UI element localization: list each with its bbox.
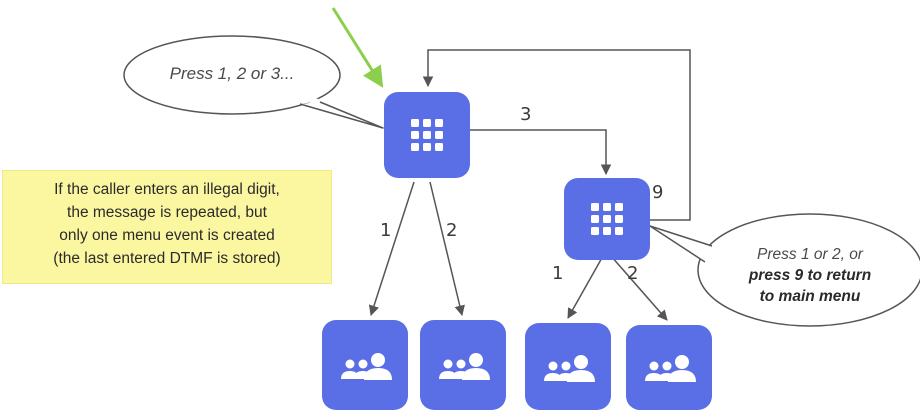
queue-node[interactable] — [322, 320, 408, 410]
submenu-prompt-text: Press 1 or 2, or press 9 to return to ma… — [712, 244, 908, 307]
edge-label-sub-option-1: 1 — [552, 263, 564, 284]
submenu-prompt-line1: Press 1 or 2, or — [757, 246, 863, 263]
note-line: only one menu event is created — [59, 227, 275, 244]
keypad-icon — [411, 119, 443, 151]
arrow-main-option-1 — [368, 181, 415, 316]
keypad-icon — [591, 203, 623, 235]
entry-arrow — [331, 7, 384, 88]
note-line: (the last entered DTMF is stored) — [53, 250, 281, 267]
queue-node[interactable] — [525, 323, 611, 410]
edge-label-main-to-submenu: 3 — [520, 104, 532, 125]
start-prompt-text: Press 1, 2 or 3... — [169, 64, 295, 83]
edge-label-submenu-return: 9 — [652, 182, 664, 203]
arrow-main-to-submenu — [470, 129, 612, 176]
submenu-node[interactable] — [564, 178, 650, 260]
arrow-submenu-return — [422, 49, 691, 221]
arrow-sub-option-2 — [610, 255, 668, 321]
start-prompt-bubble — [123, 35, 384, 129]
main-menu-node[interactable] — [384, 92, 470, 178]
submenu-prompt-line3: to main menu — [759, 288, 861, 305]
edge-label-main-option-1: 1 — [380, 220, 392, 241]
connectors — [368, 49, 691, 321]
note-line: the message is repeated, but — [67, 204, 267, 221]
edge-label-main-option-2: 2 — [446, 220, 458, 241]
illegal-digit-note: If the caller enters an illegal digit, t… — [2, 170, 332, 284]
queue-node[interactable] — [420, 320, 506, 410]
submenu-prompt-line2: press 9 to return — [748, 267, 872, 284]
edge-label-sub-option-2: 2 — [627, 263, 639, 284]
note-line: If the caller enters an illegal digit, — [54, 181, 280, 198]
queue-node[interactable] — [626, 325, 712, 410]
arrow-main-option-2 — [429, 181, 465, 317]
arrow-sub-option-1 — [567, 255, 604, 319]
